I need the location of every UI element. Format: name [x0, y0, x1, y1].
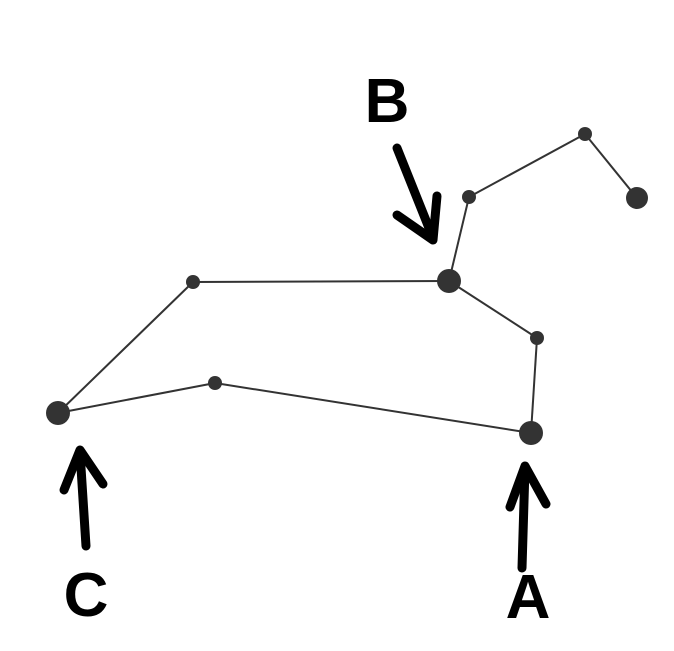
edge-neck-head	[468, 133, 586, 198]
star-b	[437, 269, 461, 293]
star-c	[46, 401, 70, 425]
label-b: B	[365, 67, 410, 136]
star-chest	[530, 331, 544, 345]
constellation-stars	[46, 127, 648, 445]
constellation-lines	[57, 133, 638, 434]
star-back	[186, 275, 200, 289]
label-a: A	[506, 563, 551, 632]
edge-chest-a	[530, 337, 538, 434]
star-belly	[208, 376, 222, 390]
star-nose	[626, 187, 648, 209]
arrow-c	[59, 445, 108, 551]
star-a	[519, 421, 543, 445]
edge-b-neck	[448, 196, 470, 282]
arrow-b	[392, 143, 442, 245]
arrow-a	[505, 461, 551, 573]
star-head	[578, 127, 592, 141]
edge-back-b	[192, 280, 450, 283]
edge-belly-c	[57, 382, 216, 414]
star-neck	[462, 190, 476, 204]
edge-head-nose	[584, 133, 638, 199]
edge-a-belly	[214, 382, 532, 434]
edge-c-back	[57, 281, 194, 414]
edge-b-chest	[448, 280, 538, 339]
label-c: C	[64, 561, 109, 630]
